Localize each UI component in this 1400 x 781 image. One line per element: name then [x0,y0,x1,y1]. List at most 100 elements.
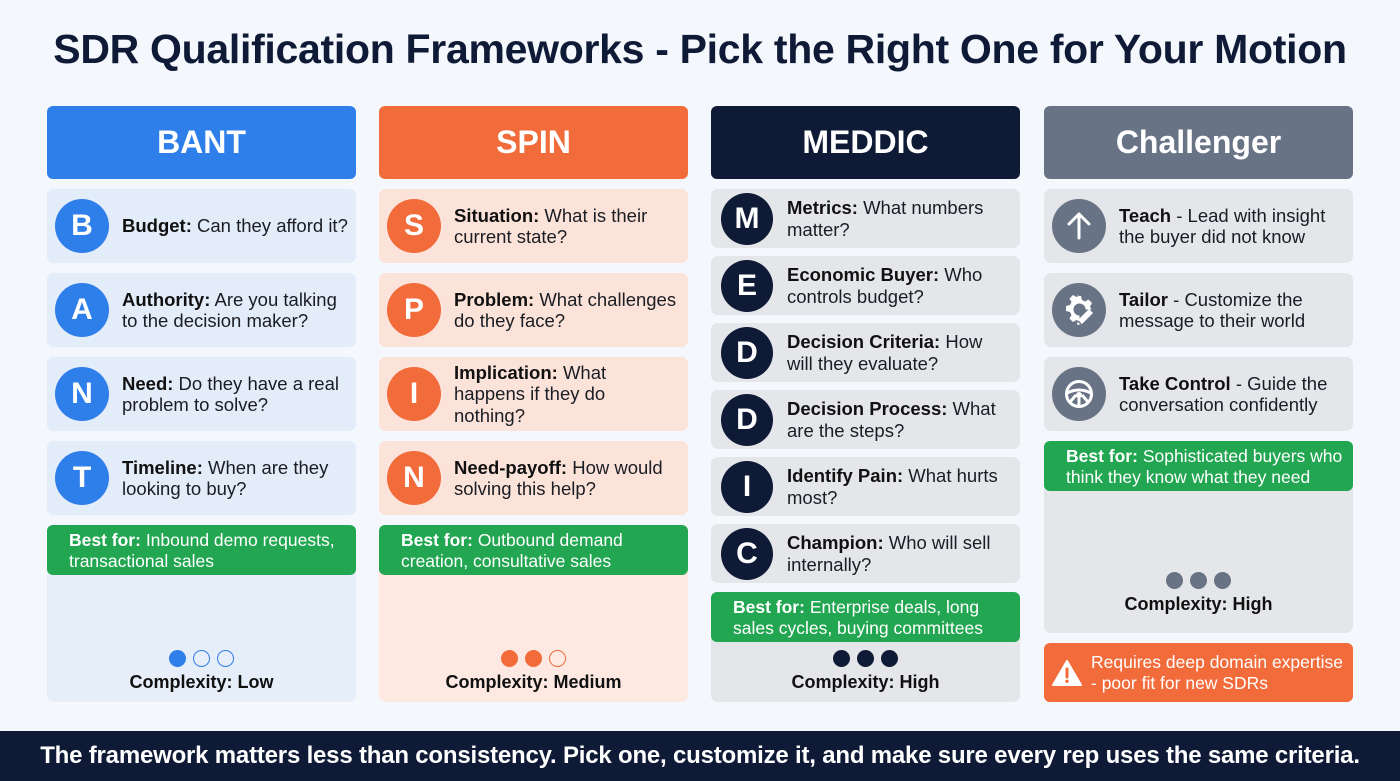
best-for-box: Best for: Inbound demo requests, transac… [47,525,356,575]
item-text: Take Control - Guide the conversation co… [1119,373,1353,416]
item-desc: Who will sell internally? [787,532,991,575]
item-text: Implication: What happens if they do not… [454,362,688,427]
dot-filled [833,650,850,667]
item-term: Timeline: [122,456,203,478]
complexity-label: Complexity: High [1124,594,1273,614]
framework-item-authority: A Authority: Are you talking to the deci… [47,273,356,347]
framework-header-challenger: Challenger [1044,106,1353,179]
item-text: Decision Process: What are the steps? [787,398,1020,441]
arrow-up-icon [1052,199,1106,253]
best-for-text: Outbound demand creation, consultative s… [401,530,623,571]
item-term: Decision Process: [787,398,948,419]
item-term: Metrics: [787,197,858,218]
framework-column-bant: BANT B Budget: Can they afford it? A Aut… [47,106,356,702]
item-desc: Are you talking to the decision maker? [122,288,337,332]
item-text: Metrics: What numbers matter? [787,197,1020,240]
item-text: Decision Criteria: How will they evaluat… [787,331,1020,374]
item-term: Teach [1119,204,1172,226]
best-for-label: Best for: [1066,446,1138,466]
letter-badge-b: B [55,199,109,253]
letter-badge-n: N [55,367,109,421]
letter-badge-d: D [721,393,773,446]
item-term: Economic Buyer: [787,264,940,285]
item-term: Identify Pain: [787,465,904,486]
item-desc: Can they afford it? [191,215,348,237]
complexity-label: Complexity: Medium [445,672,622,692]
item-term: Budget: [122,215,192,237]
best-for-box: Best for: Enterprise deals, long sales c… [711,592,1020,642]
framework-item-budget: B Budget: Can they afford it? [47,189,356,263]
complexity-dots [47,650,356,668]
item-term: Authority: [122,288,211,310]
framework-item-champion: C Champion: Who will sell internally? [711,524,1020,583]
best-for-label: Best for: [733,597,805,617]
item-desc: When are they looking to buy? [122,456,329,500]
dot-filled [881,650,898,667]
best-for-box: Best for: Sophisticated buyers who think… [1044,441,1353,491]
item-desc: What numbers matter? [787,197,984,240]
framework-header-bant: BANT [47,106,356,179]
best-for-box: Best for: Outbound demand creation, cons… [379,525,688,575]
item-text: Situation: What is their current state? [454,205,688,248]
item-desc: How would solving this help? [454,456,663,500]
item-desc: - Guide the conversation confidently [1119,372,1328,416]
item-text: Budget: Can they afford it? [122,215,356,237]
warning-text: Requires deep domain expertise - poor fi… [1091,651,1343,693]
letter-badge-t: T [55,451,109,505]
item-text: Economic Buyer: Who controls budget? [787,264,1020,307]
gear-pencil-icon [1052,283,1106,337]
item-text: Teach - Lead with insight the buyer did … [1119,205,1353,248]
dot-empty [193,650,210,667]
complexity-label: Complexity: Low [129,672,274,692]
item-text: Tailor - Customize the message to their … [1119,289,1353,332]
letter-badge-m: M [721,192,773,245]
dot-filled [1190,572,1207,589]
item-term: Problem: [454,288,535,310]
page-title: SDR Qualification Frameworks - Pick the … [53,26,1347,72]
complexity-dots [379,650,688,668]
dot-empty [549,650,566,667]
framework-item-decision-criteria: D Decision Criteria: How will they evalu… [711,323,1020,382]
dot-filled [857,650,874,667]
framework-item-tailor: Tailor - Customize the message to their … [1044,273,1353,347]
item-desc: What is their current state? [454,204,648,248]
item-term: Situation: [454,204,540,226]
footer-banner: The framework matters less than consiste… [0,731,1400,781]
framework-item-identify-pain: I Identify Pain: What hurts most? [711,457,1020,516]
complexity-dots [1044,572,1353,590]
framework-item-economic-buyer: E Economic Buyer: Who controls budget? [711,256,1020,315]
item-term: Implication: [454,361,558,383]
best-for-text: Inbound demo requests, transactional sal… [69,530,335,571]
letter-badge-d: D [721,326,773,379]
letter-badge-n: N [387,451,441,505]
item-text: Problem: What challenges do they face? [454,289,688,332]
item-desc: What hurts most? [787,465,998,508]
letter-badge-i: I [387,367,441,421]
item-desc: - Customize the message to their world [1119,288,1306,332]
item-desc: Who controls budget? [787,264,983,307]
framework-column-challenger: Challenger Teach - Lead with insight the… [1044,106,1353,702]
item-desc: What are the steps? [787,398,996,441]
item-text: Need-payoff: How would solving this help… [454,457,688,500]
framework-column-meddic: MEDDIC M Metrics: What numbers matter? E… [711,106,1020,702]
item-text: Need: Do they have a real problem to sol… [122,373,356,416]
item-desc: What happens if they do nothing? [454,361,607,426]
complexity-indicator: Complexity: High [1044,572,1353,615]
item-term: Need-payoff: [454,456,568,478]
warning-triangle-icon [1052,659,1082,686]
item-desc: How will they evaluate? [787,331,983,374]
complexity-indicator: Complexity: Medium [379,650,688,693]
letter-badge-p: P [387,283,441,337]
item-text: Champion: Who will sell internally? [787,532,1020,575]
item-text: Authority: Are you talking to the decisi… [122,289,356,332]
item-term: Take Control [1119,372,1231,394]
dot-filled [1214,572,1231,589]
dot-filled [1166,572,1183,589]
best-for-text: Enterprise deals, long sales cycles, buy… [733,597,983,638]
framework-item-problem: P Problem: What challenges do they face? [379,273,688,347]
steering-wheel-icon [1052,367,1106,421]
item-term: Decision Criteria: [787,331,941,352]
framework-item-need: N Need: Do they have a real problem to s… [47,357,356,431]
best-for-text: Sophisticated buyers who think they know… [1066,446,1343,487]
framework-item-need-payoff: N Need-payoff: How would solving this he… [379,441,688,515]
